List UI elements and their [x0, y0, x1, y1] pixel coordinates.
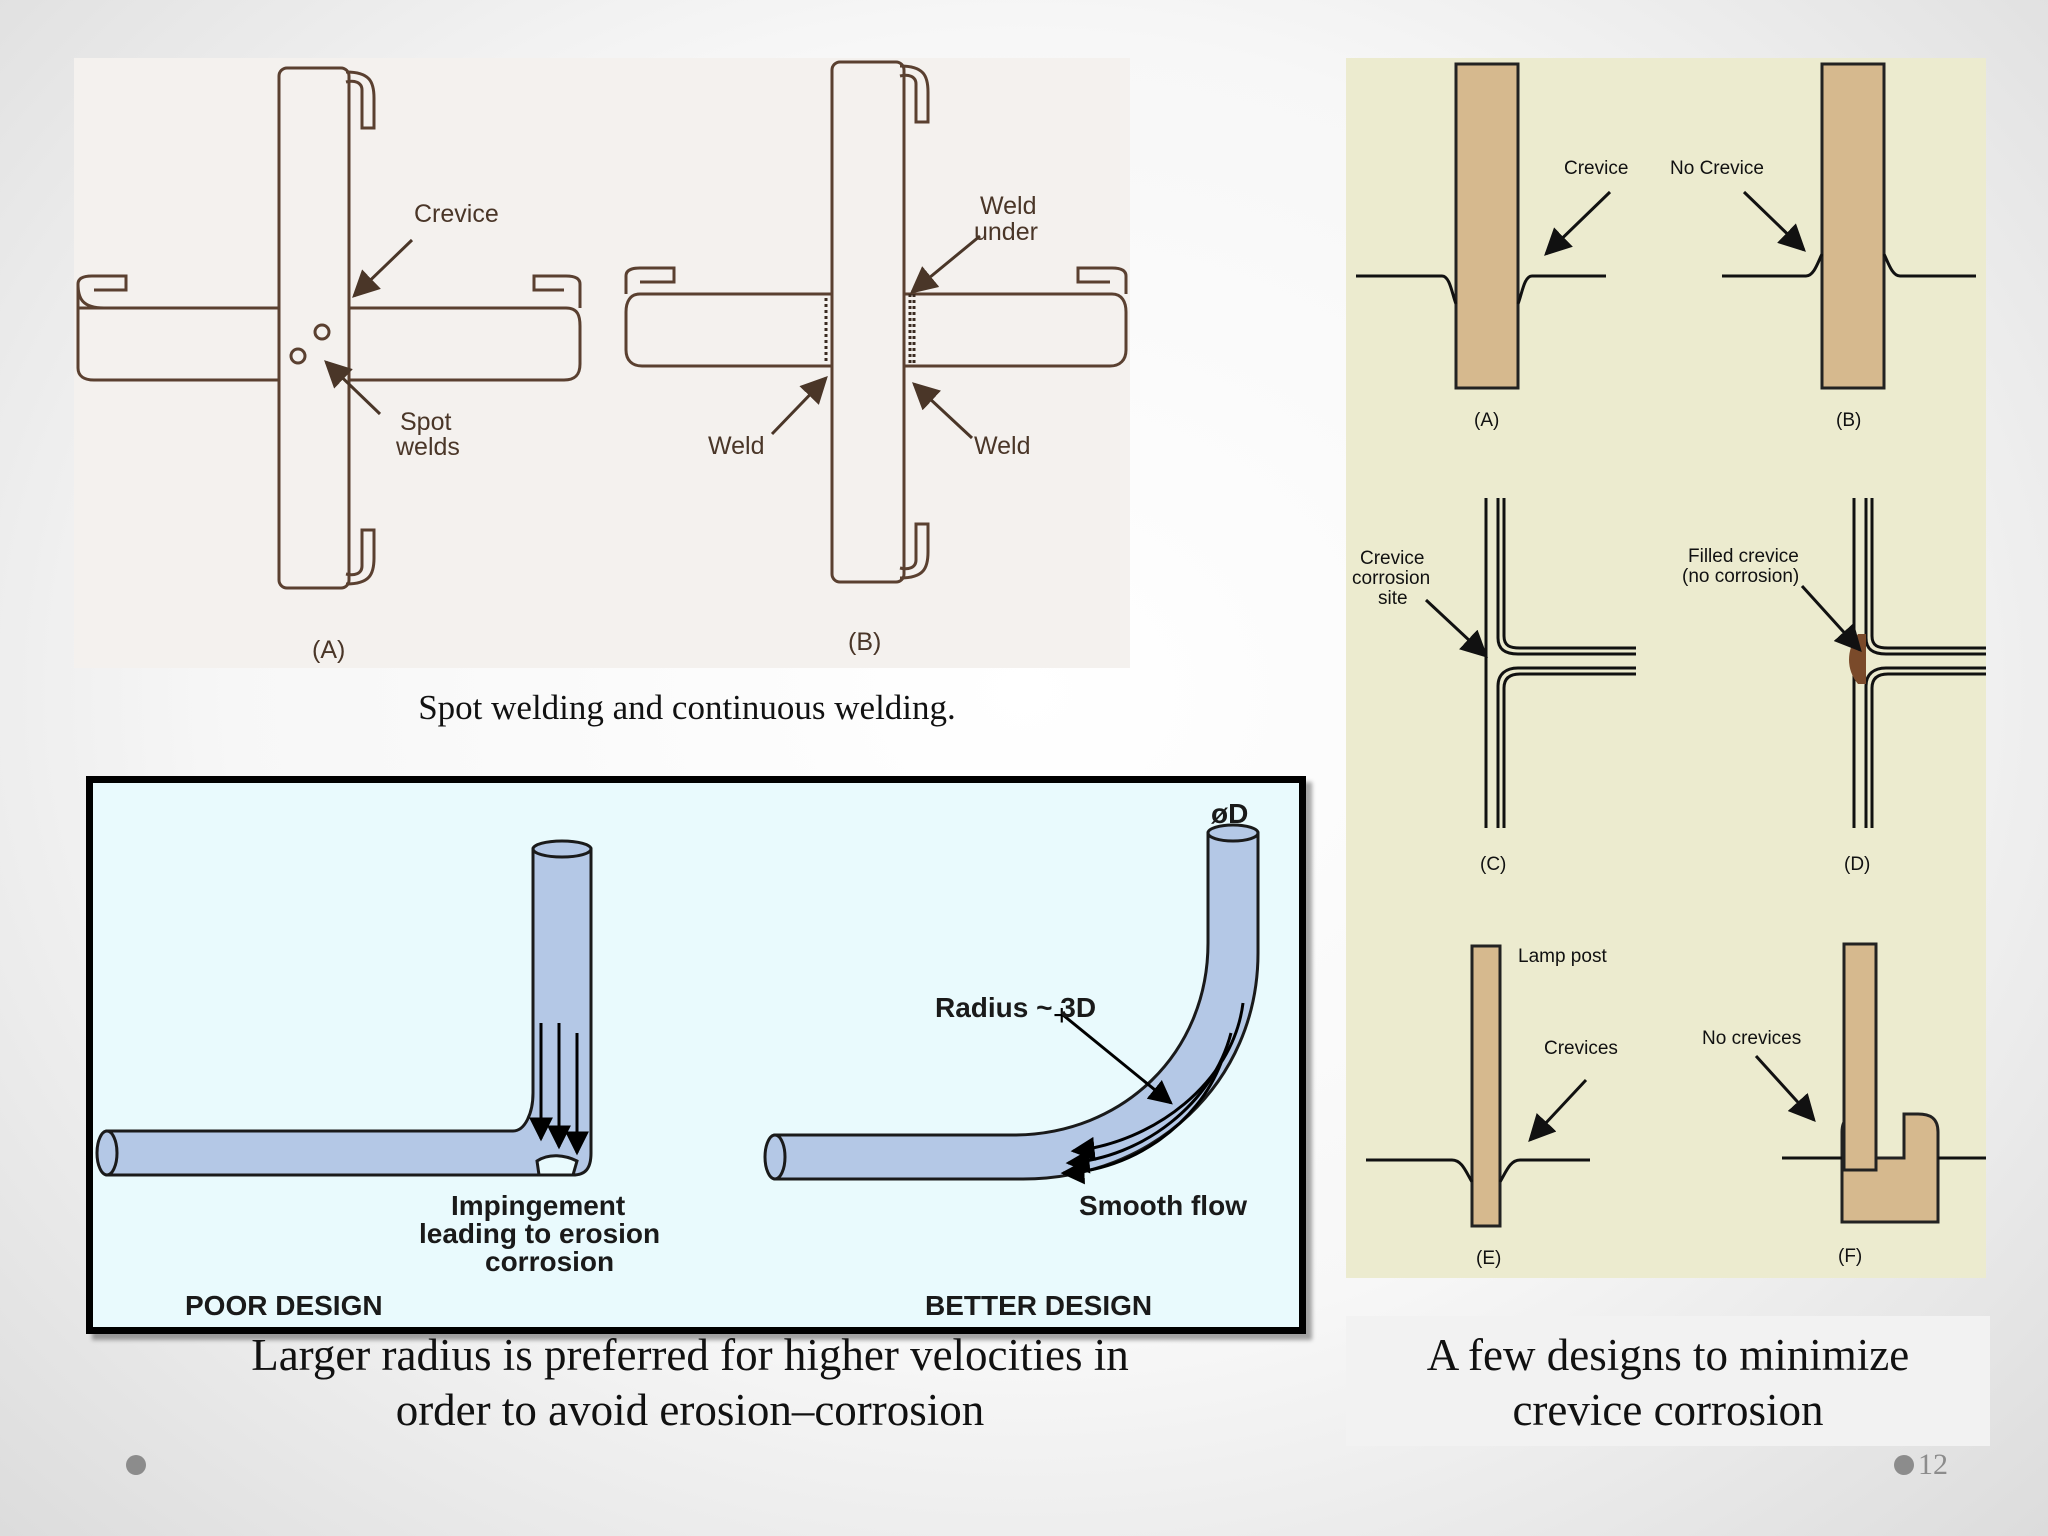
label-d: (D): [1844, 854, 1870, 875]
footer-dot-right: [1894, 1455, 1914, 1475]
label-crevice-site-2: corrosion: [1352, 568, 1430, 589]
design-e: [1366, 944, 1590, 1228]
label-weld-right: Weld: [974, 432, 1031, 460]
plate-b-vertical: [830, 60, 906, 584]
welding-diagram: Crevice Spot welds Weld under Weld Weld …: [76, 60, 1128, 664]
label-crevice-site-1: Crevice: [1360, 548, 1424, 569]
smooth-flow-arrows: [1060, 1002, 1245, 1185]
label-spot-welds-1: Spot: [400, 408, 451, 436]
label-f: (F): [1838, 1246, 1862, 1267]
design-b: [1722, 62, 1976, 390]
arrow-weld-right: [912, 382, 974, 440]
pipe-caption-line2: order to avoid erosion–corrosion: [395, 1385, 985, 1435]
arrow-filled-crevice-d: [1800, 584, 1862, 653]
label-impingement-3: corrosion: [485, 1246, 614, 1277]
label-weld-under-1: Weld: [980, 192, 1037, 220]
label-poor-design: POOR DESIGN: [185, 1290, 383, 1321]
pipe-bend-figure: + øD Radius ~ 3D Impingement leading to …: [86, 776, 1306, 1334]
label-weld-left: Weld: [708, 432, 765, 460]
label-e: (E): [1476, 1248, 1501, 1269]
plate-b-bottom-hem: [899, 522, 930, 580]
spot-weld-upper: [313, 323, 331, 341]
poor-design-pipe: [95, 839, 593, 1177]
label-a: (A): [1474, 410, 1499, 431]
label-smooth-flow: Smooth flow: [1079, 1190, 1247, 1221]
label-crevice: Crevice: [414, 200, 499, 228]
plate-b-top-hem: [899, 64, 930, 124]
label-no-crevice-b: No Crevice: [1670, 158, 1764, 179]
arrow-crevice-site-c: [1424, 598, 1488, 658]
arrow-radius: [1062, 1013, 1173, 1105]
label-diameter: øD: [1211, 798, 1248, 829]
label-filled-2: (no corrosion): [1682, 566, 1799, 587]
label-no-crevices: No crevices: [1702, 1028, 1801, 1049]
label-radius: Radius ~ 3D: [935, 992, 1096, 1023]
plate-b-horizontal-left: [624, 292, 832, 368]
pipe-caption-line1: Larger radius is preferred for higher ve…: [251, 1330, 1129, 1380]
plate-a-horizontal-right: [349, 306, 582, 382]
design-f: [1782, 942, 1994, 1224]
radius-center-mark: +: [1053, 999, 1071, 1032]
arrow-crevices-e: [1528, 1078, 1588, 1142]
plate-a-horizontal-left: [76, 283, 279, 382]
label-crevice-a: Crevice: [1564, 158, 1628, 179]
label-better-design: BETTER DESIGN: [925, 1290, 1152, 1321]
label-filled-1: Filled crevice: [1688, 546, 1799, 567]
impingement-arrows: [529, 1023, 589, 1156]
page-number: 12: [1918, 1448, 1948, 1481]
design-c: [1484, 498, 1636, 828]
label-a: (A): [312, 636, 345, 664]
label-crevices: Crevices: [1544, 1038, 1618, 1059]
pipe-caption: Larger radius is preferred for higher ve…: [120, 1328, 1260, 1438]
arrow-weld-under: [909, 234, 981, 294]
label-impingement-1: Impingement: [451, 1190, 625, 1221]
arrow-spot-welds: [324, 360, 382, 416]
label-c: (C): [1480, 854, 1506, 875]
label-impingement-2: leading to erosion: [419, 1218, 660, 1249]
continuous-welds: [824, 294, 916, 364]
spot-weld-lower: [289, 347, 307, 365]
crevice-caption-box: [1346, 1316, 1990, 1446]
label-crevice-site-3: site: [1378, 588, 1408, 609]
crevice-caption: A few designs to minimize crevice corros…: [1346, 1328, 1990, 1438]
label-lamp-post: Lamp post: [1518, 946, 1607, 967]
better-design-pipe: [763, 823, 1260, 1181]
label-b: (B): [848, 628, 881, 656]
plate-a-bottom-hem: [345, 528, 376, 586]
design-d: [1849, 498, 1986, 828]
label-spot-welds-2: welds: [395, 433, 460, 461]
crevice-designs-diagram: Crevice No Crevice (A) (B) Crevice corro…: [1352, 62, 1994, 1269]
label-b: (B): [1836, 410, 1861, 431]
arrow-crevice-a: [352, 238, 414, 298]
arrow-no-crevices-f: [1754, 1054, 1816, 1123]
design-a: [1356, 62, 1606, 390]
label-weld-under-2: under: [974, 218, 1038, 246]
plate-a-top-hem: [345, 70, 376, 130]
arrow-crevice-a: [1544, 190, 1612, 256]
crevice-designs-figure: Crevice No Crevice (A) (B) Crevice corro…: [1346, 58, 1994, 1278]
plate-a-vertical: [277, 66, 351, 590]
welding-figure: Crevice Spot welds Weld under Weld Weld …: [74, 58, 1130, 668]
crevice-caption-line1: A few designs to minimize: [1426, 1330, 1910, 1380]
plate-b-horizontal-right: [904, 292, 1128, 368]
pipe-bend-diagram: + øD Radius ~ 3D Impingement leading to …: [95, 798, 1260, 1321]
footer-dot-left: [126, 1455, 146, 1475]
crevice-caption-line2: crevice corrosion: [1512, 1385, 1824, 1435]
arrow-no-crevice-b: [1742, 190, 1806, 252]
arrow-weld-left: [770, 376, 828, 436]
welding-caption: Spot welding and continuous welding.: [418, 688, 956, 727]
